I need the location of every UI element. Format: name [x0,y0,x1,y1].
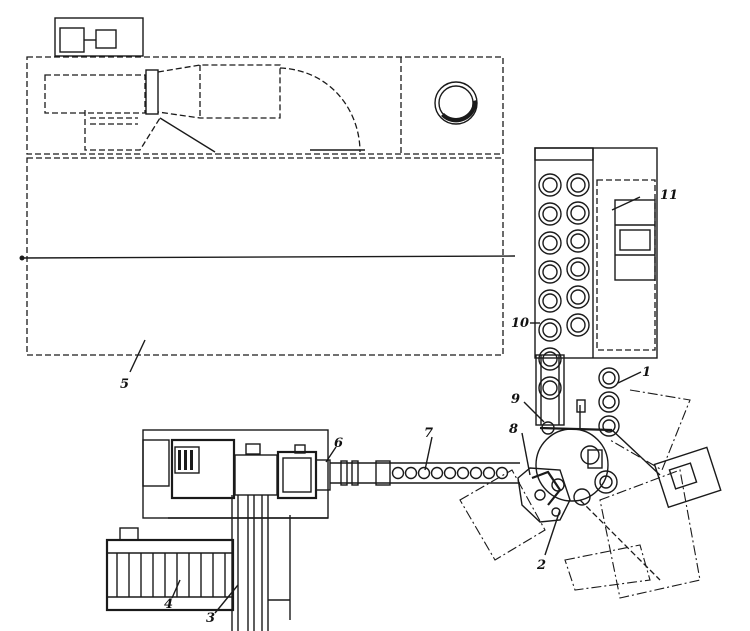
roller [404,466,418,480]
coil-column-c [598,367,620,437]
coil-inner [542,380,558,396]
coil-inner [542,264,558,280]
feed-unit-6 [142,429,331,519]
coil [538,173,562,197]
roller [430,466,444,480]
roller [391,466,405,480]
large-unit-upper-housing [26,17,504,155]
rotary-head-2 [459,389,722,599]
tray-slats [116,553,226,597]
coil-inner [542,293,558,309]
callout-11: 11 [660,188,678,203]
coil [538,376,562,400]
callout-10: 10 [511,316,529,331]
tray-stack-4 [105,527,235,612]
coil-inner [542,235,558,251]
callout-6: 6 [334,436,343,451]
coil-inner [570,317,586,333]
callout-4: 4 [164,597,173,612]
coil-inner [570,289,586,305]
callout-8: 8 [509,422,518,437]
leader-lines [129,196,642,614]
large-unit-5-body [19,157,516,356]
callout-9: 9 [511,392,520,407]
coil-inner [542,206,558,222]
conveyor-rollers [391,466,509,480]
coil-column-a [538,173,562,400]
coil [566,313,590,337]
coil-inner [542,351,558,367]
roller [417,466,431,480]
roller [482,466,496,480]
coil-column-b [566,173,590,337]
callout-5: 5 [120,377,129,392]
coil-inner [570,233,586,249]
callout-2: 2 [536,558,546,573]
coil [566,285,590,309]
coil [538,202,562,226]
magazine-chute [535,354,565,426]
storage-magazine [534,147,658,359]
coil [566,257,590,281]
coil [566,201,590,225]
coil [538,231,562,255]
coil [538,289,562,313]
roller [469,466,483,480]
coil-inner [570,177,586,193]
coil [538,260,562,284]
coil-inner [602,395,616,409]
conveyor-7 [330,460,520,486]
coil [538,347,562,371]
roller [443,466,457,480]
coil [538,318,562,342]
coil-inner [570,261,586,277]
coil-inner [542,322,558,338]
roller [456,466,470,480]
callout-3: 3 [206,611,215,626]
coil-inner [570,205,586,221]
coil [566,229,590,253]
coil [598,367,620,389]
coil [598,391,620,413]
coil-inner [602,371,616,385]
coil [566,173,590,197]
roller [495,466,509,480]
coil-inner [542,177,558,193]
callout-7: 7 [424,426,433,441]
callout-1: 1 [642,365,651,380]
coil [598,415,620,437]
coil-inner [602,419,616,433]
